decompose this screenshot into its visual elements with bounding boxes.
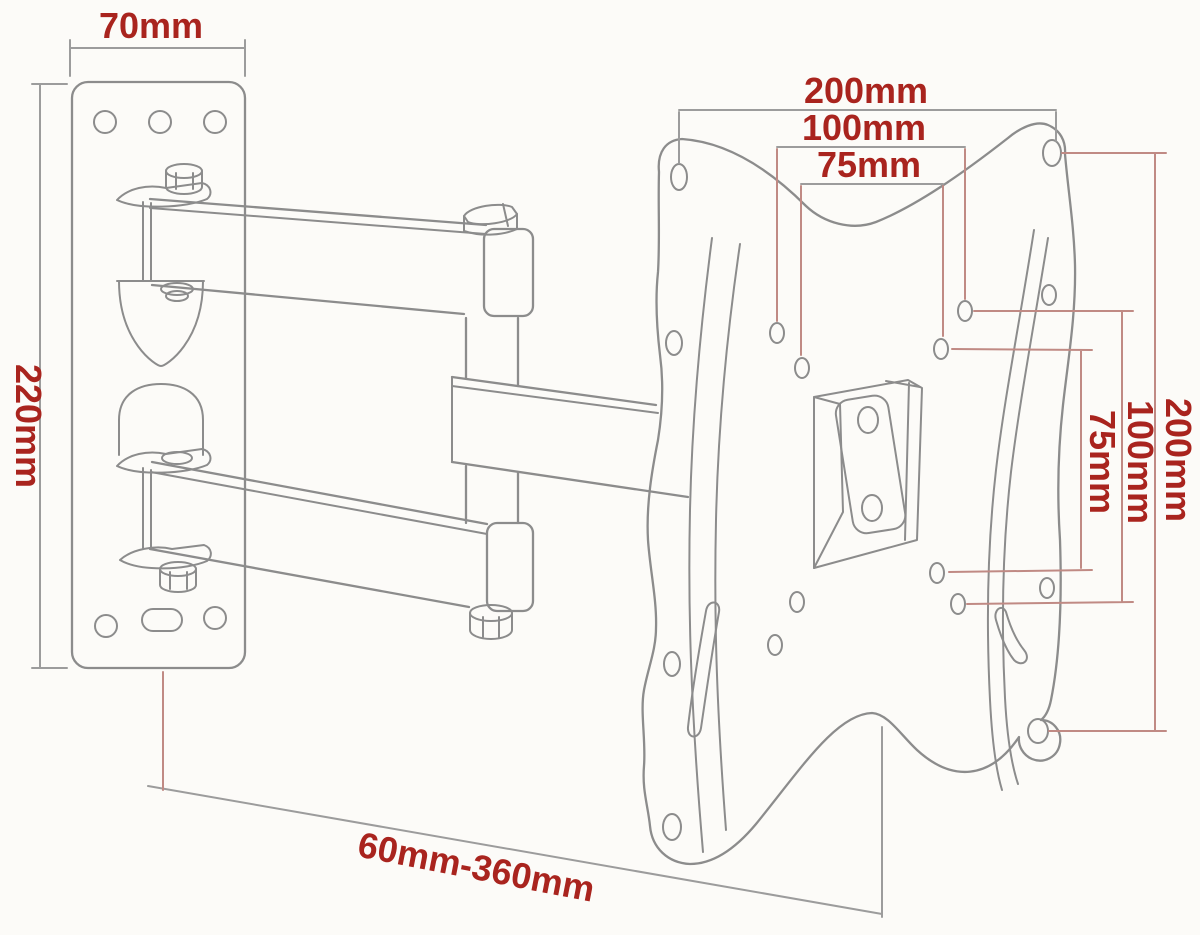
vesa-hole-75-br — [929, 562, 945, 584]
wall-plate — [70, 80, 247, 670]
bracket-hole — [857, 406, 879, 434]
dim-label-vesa-top-mid: 100mm — [802, 107, 926, 148]
wall-plate-slot — [141, 608, 183, 632]
small-hole — [1041, 284, 1057, 306]
wall-plate-hole — [94, 614, 118, 638]
dim-label-wall-plate-width: 70mm — [99, 5, 203, 46]
vesa-hole-100-tr — [957, 300, 973, 322]
vesa-corner-hole — [662, 813, 682, 841]
leader-100mm-top — [776, 148, 966, 322]
right-channel-rib — [1002, 237, 1049, 785]
middle-arm — [450, 375, 690, 499]
vesa-hole-100-br — [950, 593, 966, 615]
upper-joint-sleeve — [482, 227, 535, 318]
wall-plate-hole — [203, 606, 227, 630]
curved-slot — [994, 606, 1028, 665]
lower-hinge — [116, 383, 212, 593]
dim-label-vesa-side-inner: 75mm — [1082, 410, 1123, 514]
vesa-hole-75-tl — [794, 357, 810, 379]
wall-plate-hole — [148, 110, 172, 134]
dim-line-100mm-side — [966, 310, 1134, 605]
dim-line-75mm-side — [948, 348, 1093, 573]
vesa-hole-75-tr — [933, 338, 949, 360]
flange-hole — [665, 330, 683, 356]
dimension-annotations: 70mm 220mm 200mm 100mm 75mm 75mm 100mm 2… — [8, 5, 1199, 918]
dim-line-70mm — [69, 39, 246, 77]
hex-bolt-icon — [463, 203, 518, 226]
vesa-plate — [641, 122, 1077, 866]
right-channel-rib — [987, 229, 1035, 791]
flange-hole — [663, 651, 681, 677]
curved-slot — [686, 601, 721, 738]
hinge-bolt-icon — [165, 163, 203, 179]
vesa-plate-outline — [641, 122, 1077, 866]
wall-plate-hole — [203, 110, 227, 134]
small-hole — [1039, 577, 1055, 599]
wall-plate-hole — [93, 110, 117, 134]
lower-joint-sleeve — [485, 521, 535, 613]
left-channel-rib — [714, 243, 741, 831]
wall-plate-outline — [70, 80, 247, 670]
vesa-corner-hole — [670, 163, 688, 191]
dim-line-200mm-side — [1048, 152, 1167, 732]
vesa-hole-100-tl — [769, 322, 785, 344]
vesa-hole-100-bl — [767, 634, 783, 656]
lower-arm — [148, 460, 489, 609]
upper-arm — [148, 197, 488, 316]
central-bracket — [813, 379, 923, 569]
dim-label-wall-plate-height: 220mm — [8, 364, 49, 488]
leader-75mm-top — [800, 185, 944, 356]
hex-bolt-icon — [469, 604, 513, 622]
dim-label-vesa-top-inner: 75mm — [817, 144, 921, 185]
left-channel-rib — [688, 237, 713, 853]
dim-line-extension — [147, 726, 883, 918]
dim-label-extension-range: 60mm-360mm — [355, 824, 599, 910]
dim-line-220mm — [31, 83, 68, 669]
vesa-corner-hole — [1042, 139, 1062, 167]
center-post — [463, 203, 535, 640]
bracket-hole — [861, 494, 883, 522]
vesa-corner-hole — [1027, 718, 1049, 744]
dim-line-200mm-top — [678, 109, 1057, 164]
dim-label-vesa-top-outer: 200mm — [804, 70, 928, 111]
dim-label-vesa-side-outer: 200mm — [1158, 398, 1199, 522]
vesa-hole-75-bl — [789, 591, 805, 613]
upper-hinge — [116, 163, 212, 367]
